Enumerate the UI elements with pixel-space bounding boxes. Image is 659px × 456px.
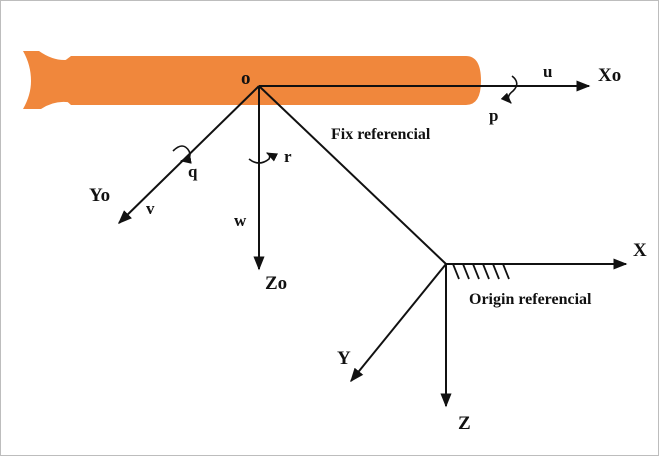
origin-frame <box>350 258 628 408</box>
body-fixed-frame <box>117 80 591 271</box>
origin-referencial-label: Origin referencial <box>469 291 592 308</box>
xo-label: Xo <box>598 65 621 86</box>
w-label: w <box>234 211 247 230</box>
body-origin-label: o <box>241 68 251 89</box>
x-origin-label: X <box>633 240 647 261</box>
y-origin-label: Y <box>337 348 351 369</box>
y-origin-axis <box>350 263 447 383</box>
p-rotation-arrow <box>500 75 518 104</box>
r-label: r <box>284 147 292 166</box>
yo-axis <box>117 85 260 224</box>
u-label: u <box>543 62 552 81</box>
v-label: v <box>146 199 155 218</box>
z-origin-label: Z <box>458 413 471 434</box>
q-rotation-arrow <box>172 145 192 164</box>
underwater-vehicle <box>23 51 481 109</box>
rotation-markers <box>172 75 518 164</box>
zo-label: Zo <box>265 273 287 294</box>
ground-hatch <box>452 263 510 280</box>
p-label: p <box>489 106 498 125</box>
fix-referencial-label: Fix referencial <box>331 126 431 143</box>
link-line <box>258 85 447 265</box>
vehicle-hull <box>53 56 481 105</box>
r-rotation-arrow <box>248 152 279 164</box>
q-label: q <box>188 162 198 181</box>
vehicle-tail-fin <box>23 51 73 109</box>
yo-label: Yo <box>89 185 110 206</box>
